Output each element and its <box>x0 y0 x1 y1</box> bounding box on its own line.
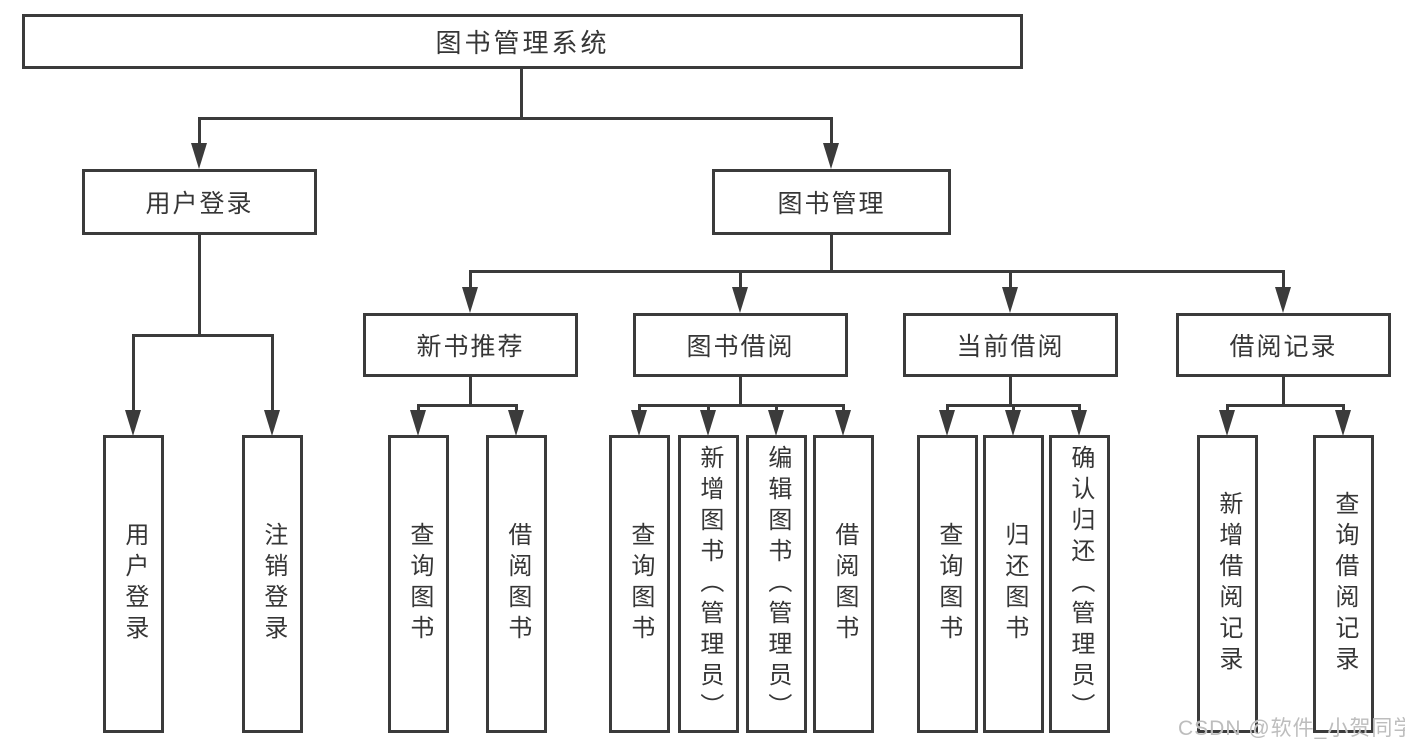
connector-line <box>830 118 833 145</box>
arrow-down-icon <box>1005 410 1021 436</box>
leaf-label: 查询图书 <box>405 522 433 646</box>
node-leaf-add-book-admin: 新增图书（管理员） <box>678 435 739 733</box>
arrow-down-icon <box>410 410 426 436</box>
leaf-label: 查询图书 <box>626 522 654 646</box>
node-leaf-edit-book-admin: 编辑图书（管理员） <box>746 435 807 733</box>
arrow-down-icon <box>462 287 478 313</box>
node-leaf-query-borrow-record: 查询借阅记录 <box>1313 435 1374 733</box>
arrow-down-icon <box>768 410 784 436</box>
leaf-label: 编辑图书（管理员） <box>763 444 791 724</box>
connector-line <box>638 404 845 407</box>
connector-line <box>1012 406 1015 412</box>
arrow-down-icon <box>508 410 524 436</box>
node-leaf-return-book: 归还图书 <box>983 435 1044 733</box>
leaf-label: 借阅图书 <box>503 522 531 646</box>
node-book-borrow: 图书借阅 <box>633 313 848 377</box>
connector-line <box>1078 406 1081 412</box>
arrow-down-icon <box>732 287 748 313</box>
connector-line <box>520 69 523 118</box>
node-leaf-borrow-books-recommend: 借阅图书 <box>486 435 547 733</box>
connector-line <box>1282 377 1285 406</box>
arrow-down-icon <box>1071 410 1087 436</box>
connector-line <box>707 406 710 412</box>
connector-line <box>1226 404 1345 407</box>
node-leaf-borrow-books: 借阅图书 <box>813 435 874 733</box>
connector-line <box>842 406 845 412</box>
node-leaf-add-borrow-record: 新增借阅记录 <box>1197 435 1258 733</box>
arrow-down-icon <box>1335 410 1351 436</box>
leaf-label: 确认归还（管理员） <box>1066 444 1094 724</box>
leaf-label: 新增图书（管理员） <box>695 444 723 724</box>
connector-line <box>739 377 742 406</box>
connector-line <box>132 334 274 337</box>
connector-line <box>775 406 778 412</box>
csdn-watermark: CSDN @软件_小贺同学 <box>1178 717 1405 740</box>
node-leaf-query-books-recommend: 查询图书 <box>388 435 449 733</box>
connector-line <box>1226 406 1229 412</box>
connector-line <box>469 270 1285 273</box>
connector-line <box>946 404 1081 407</box>
connector-line <box>739 272 742 288</box>
connector-line <box>515 406 518 412</box>
node-new-book-recommend: 新书推荐 <box>363 313 578 377</box>
node-leaf-logout: 注销登录 <box>242 435 303 733</box>
arrow-down-icon <box>1275 287 1291 313</box>
arrow-down-icon <box>700 410 716 436</box>
arrow-down-icon <box>1002 287 1018 313</box>
node-leaf-user-login: 用户登录 <box>103 435 164 733</box>
leaf-label: 新增借阅记录 <box>1214 491 1242 677</box>
connector-line <box>1009 377 1012 406</box>
arrow-down-icon <box>264 410 280 436</box>
connector-line <box>198 117 833 120</box>
connector-line <box>1282 272 1285 288</box>
leaf-label: 归还图书 <box>1000 522 1028 646</box>
node-leaf-query-books-borrow: 查询图书 <box>609 435 670 733</box>
connector-line <box>417 404 518 407</box>
node-user-login: 用户登录 <box>82 169 317 235</box>
connector-line <box>1009 272 1012 288</box>
node-leaf-confirm-return-admin: 确认归还（管理员） <box>1049 435 1110 733</box>
node-leaf-query-books-current: 查询图书 <box>917 435 978 733</box>
connector-line <box>1342 406 1345 412</box>
connector-line <box>638 406 641 412</box>
connector-line <box>132 335 135 412</box>
connector-line <box>198 235 201 335</box>
connector-line <box>469 272 472 288</box>
node-book-management: 图书管理 <box>712 169 951 235</box>
connector-line <box>946 406 949 412</box>
node-borrow-records: 借阅记录 <box>1176 313 1391 377</box>
arrow-down-icon <box>1219 410 1235 436</box>
arrow-down-icon <box>125 410 141 436</box>
connector-line <box>198 118 201 145</box>
leaf-label: 用户登录 <box>120 522 148 646</box>
node-current-borrow: 当前借阅 <box>903 313 1118 377</box>
arrow-down-icon <box>631 410 647 436</box>
connector-line <box>469 377 472 406</box>
connector-line <box>830 235 833 272</box>
node-root: 图书管理系统 <box>22 14 1023 69</box>
arrow-down-icon <box>191 143 207 169</box>
connector-line <box>271 335 274 412</box>
leaf-label: 查询借阅记录 <box>1330 491 1358 677</box>
arrow-down-icon <box>823 143 839 169</box>
connector-line <box>417 406 420 412</box>
arrow-down-icon <box>835 410 851 436</box>
leaf-label: 注销登录 <box>259 522 287 646</box>
arrow-down-icon <box>939 410 955 436</box>
leaf-label: 借阅图书 <box>830 522 858 646</box>
leaf-label: 查询图书 <box>934 522 962 646</box>
